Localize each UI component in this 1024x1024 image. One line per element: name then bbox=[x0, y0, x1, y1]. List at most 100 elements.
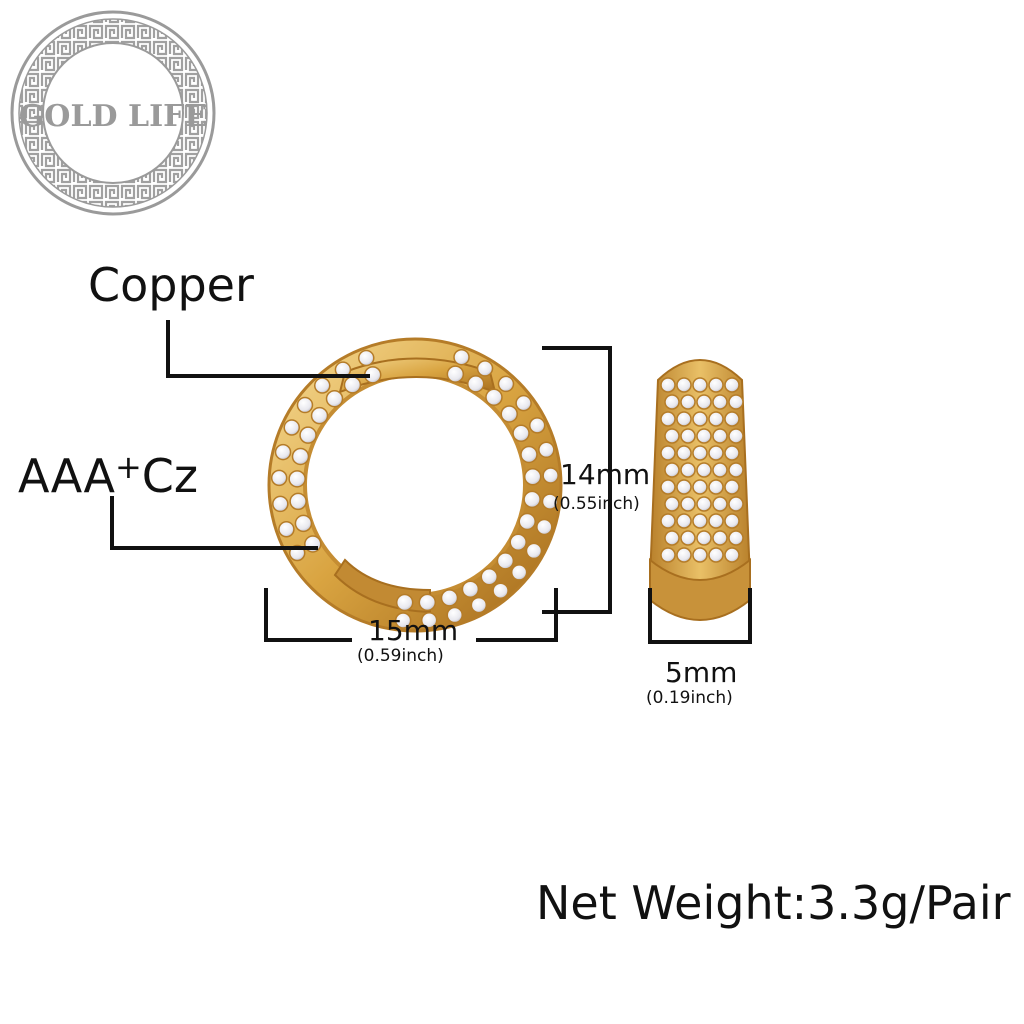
width-inch-label: (0.59inch) bbox=[357, 646, 444, 666]
cz-stone bbox=[728, 530, 744, 546]
cz-stone bbox=[536, 518, 553, 536]
cz-stone bbox=[708, 377, 724, 393]
cz-stone bbox=[724, 411, 740, 427]
width-dimension-line-right bbox=[476, 588, 558, 642]
cz-stone bbox=[518, 512, 536, 531]
cz-stone bbox=[283, 419, 300, 436]
cz-stone bbox=[395, 593, 414, 612]
cz-stone bbox=[528, 417, 546, 434]
cz-stone bbox=[712, 496, 728, 512]
cz-stone bbox=[453, 348, 470, 366]
cz-stone bbox=[538, 441, 555, 459]
cz-stone bbox=[676, 445, 692, 461]
cz-stone bbox=[664, 530, 680, 546]
cz-stone bbox=[692, 547, 708, 563]
cz-stone bbox=[476, 360, 494, 377]
width-dimension-line-left bbox=[264, 588, 352, 642]
cz-stone bbox=[500, 405, 518, 423]
cz-stone bbox=[310, 406, 329, 425]
cz-stone bbox=[728, 428, 744, 444]
cz-stone bbox=[288, 470, 306, 488]
cz-stone bbox=[708, 445, 724, 461]
height-dimension-line bbox=[542, 346, 612, 614]
cz-stone bbox=[278, 521, 295, 538]
net-weight-label: Net Weight:3.3g/Pair bbox=[536, 876, 1011, 930]
width-mm-label: 15mm bbox=[368, 614, 459, 647]
cz-stone bbox=[712, 462, 728, 478]
cz-stone bbox=[274, 443, 292, 461]
cz-stone bbox=[664, 428, 680, 444]
cz-stone bbox=[660, 411, 676, 427]
cz-stone bbox=[708, 479, 724, 495]
thickness-mm-label: 5mm bbox=[665, 656, 738, 689]
logo-text: GOLD LIFE bbox=[19, 99, 208, 134]
cz-stone bbox=[664, 394, 680, 410]
stones-label: AAA+Cz bbox=[18, 448, 198, 503]
cz-stone bbox=[343, 376, 362, 394]
cz-stone bbox=[496, 552, 515, 570]
height-mm-label: 14mm bbox=[560, 458, 651, 491]
cz-stone bbox=[480, 567, 499, 586]
cz-stone bbox=[299, 426, 317, 444]
cz-stone bbox=[660, 445, 676, 461]
cz-stone bbox=[692, 411, 708, 427]
cz-stone bbox=[680, 530, 696, 546]
cz-stone bbox=[270, 469, 288, 487]
thickness-inch-label: (0.19inch) bbox=[646, 688, 733, 708]
stones-suffix: Cz bbox=[141, 449, 199, 503]
cz-stone bbox=[420, 612, 438, 629]
cz-stone bbox=[272, 495, 289, 513]
cz-stone bbox=[485, 388, 503, 407]
cz-stone bbox=[660, 377, 676, 393]
cz-stone bbox=[440, 589, 459, 607]
cz-stone bbox=[712, 530, 728, 546]
cz-stone bbox=[291, 447, 310, 466]
cz-stone bbox=[325, 389, 344, 408]
cz-stone bbox=[660, 479, 676, 495]
cz-stone bbox=[696, 394, 712, 410]
cz-stone bbox=[664, 496, 680, 512]
material-label: Copper bbox=[88, 258, 254, 312]
cz-stone bbox=[461, 580, 480, 598]
cz-stone bbox=[728, 394, 744, 410]
stones-prefix: AAA bbox=[18, 449, 115, 503]
cz-stone bbox=[680, 496, 696, 512]
cz-stone bbox=[676, 479, 692, 495]
callout-lines bbox=[110, 320, 370, 550]
cz-stone bbox=[296, 396, 314, 414]
cz-stone bbox=[696, 530, 712, 546]
cz-stone bbox=[712, 394, 728, 410]
cz-stone bbox=[515, 394, 532, 412]
cz-stone bbox=[708, 411, 724, 427]
cz-stone bbox=[358, 349, 375, 367]
height-inch-label: (0.55inch) bbox=[553, 494, 640, 514]
cz-stone bbox=[696, 462, 712, 478]
cz-stone bbox=[692, 513, 708, 529]
cz-stone bbox=[692, 377, 708, 393]
cz-stone bbox=[394, 612, 412, 629]
cz-stone bbox=[492, 582, 509, 599]
cz-stone bbox=[728, 496, 744, 512]
cz-stone bbox=[523, 490, 541, 509]
gold-life-logo: GOLD LIFE bbox=[10, 10, 216, 216]
cz-stone bbox=[708, 547, 724, 563]
cz-stone bbox=[724, 547, 740, 563]
cz-stone bbox=[497, 375, 515, 393]
stones-sup: + bbox=[114, 448, 142, 486]
cz-stone bbox=[708, 513, 724, 529]
cz-stone bbox=[696, 428, 712, 444]
cz-stone bbox=[680, 462, 696, 478]
hoop-side-view bbox=[648, 359, 752, 621]
cz-stone bbox=[523, 468, 542, 486]
dimension-lines bbox=[264, 346, 752, 644]
cz-stone bbox=[294, 514, 313, 533]
cz-stone bbox=[660, 547, 676, 563]
cz-stone bbox=[510, 564, 528, 581]
cz-stone bbox=[660, 513, 676, 529]
copper-leader-line bbox=[166, 320, 370, 378]
cz-stone bbox=[541, 493, 559, 510]
cz-stone bbox=[680, 428, 696, 444]
cz-stone bbox=[676, 547, 692, 563]
cz-stone bbox=[692, 445, 708, 461]
